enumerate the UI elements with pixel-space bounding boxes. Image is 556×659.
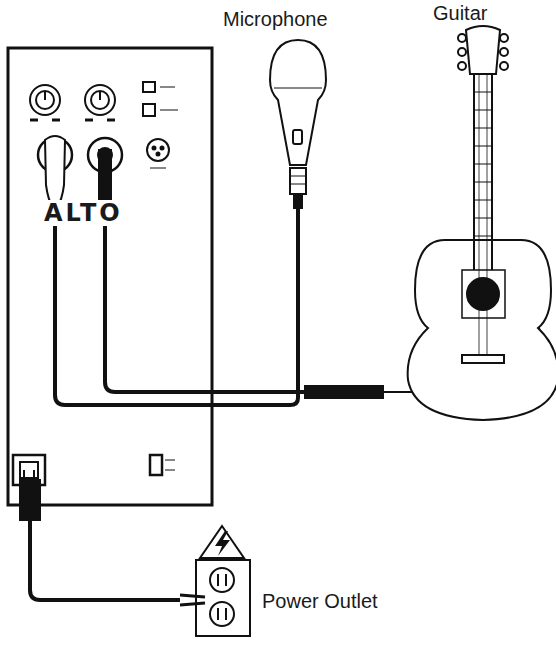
device-label: Power Outlet [262, 590, 378, 612]
device-label: Microphone [223, 8, 328, 30]
device-label: Guitar [433, 2, 487, 24]
brand-logo: ALTO [42, 200, 125, 226]
